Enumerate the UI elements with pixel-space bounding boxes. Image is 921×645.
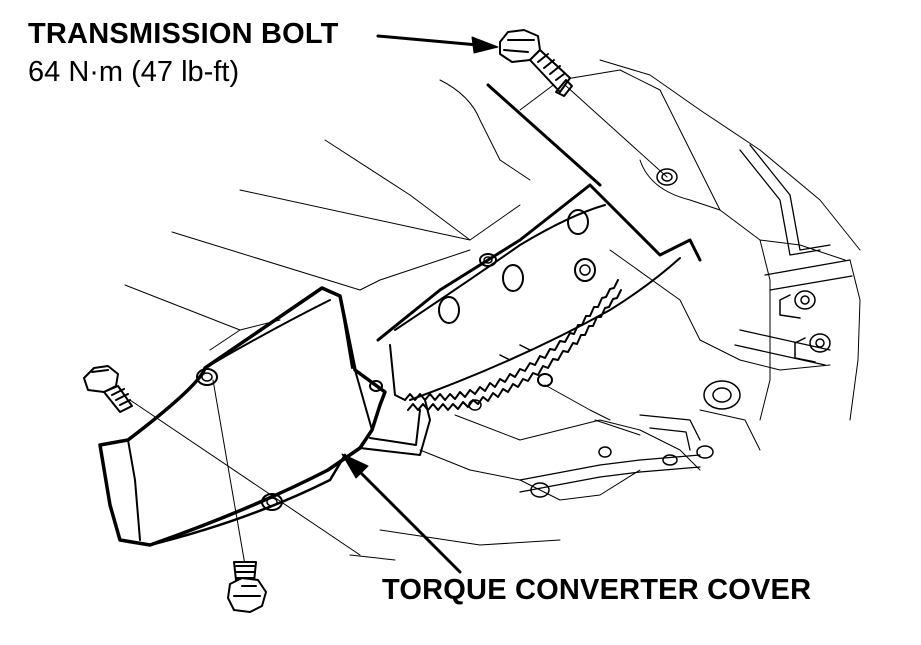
cover-bolt-bottom bbox=[227, 561, 267, 613]
case-bolts bbox=[530, 168, 831, 498]
torque-converter-cover bbox=[98, 286, 431, 547]
transmission-bolt-label: TRANSMISSION BOLT bbox=[28, 18, 339, 50]
cover-bolt-left bbox=[83, 365, 133, 413]
torque-converter-cover-label: TORQUE CONVERTER COVER bbox=[382, 574, 812, 606]
plate-edge-line bbox=[486, 83, 602, 187]
transmission-bolt-icon bbox=[499, 29, 573, 97]
bolt-alignment-line bbox=[564, 84, 668, 178]
drive-plate bbox=[376, 183, 702, 411]
cover-leader-arrow bbox=[341, 453, 462, 574]
transmission-bolt-torque-spec: 64 N·m (47 lb-ft) bbox=[28, 56, 240, 88]
transmission-case-bracket bbox=[519, 144, 853, 493]
bolt-leader-arrow bbox=[376, 34, 499, 54]
engine-background-lines bbox=[124, 59, 861, 566]
